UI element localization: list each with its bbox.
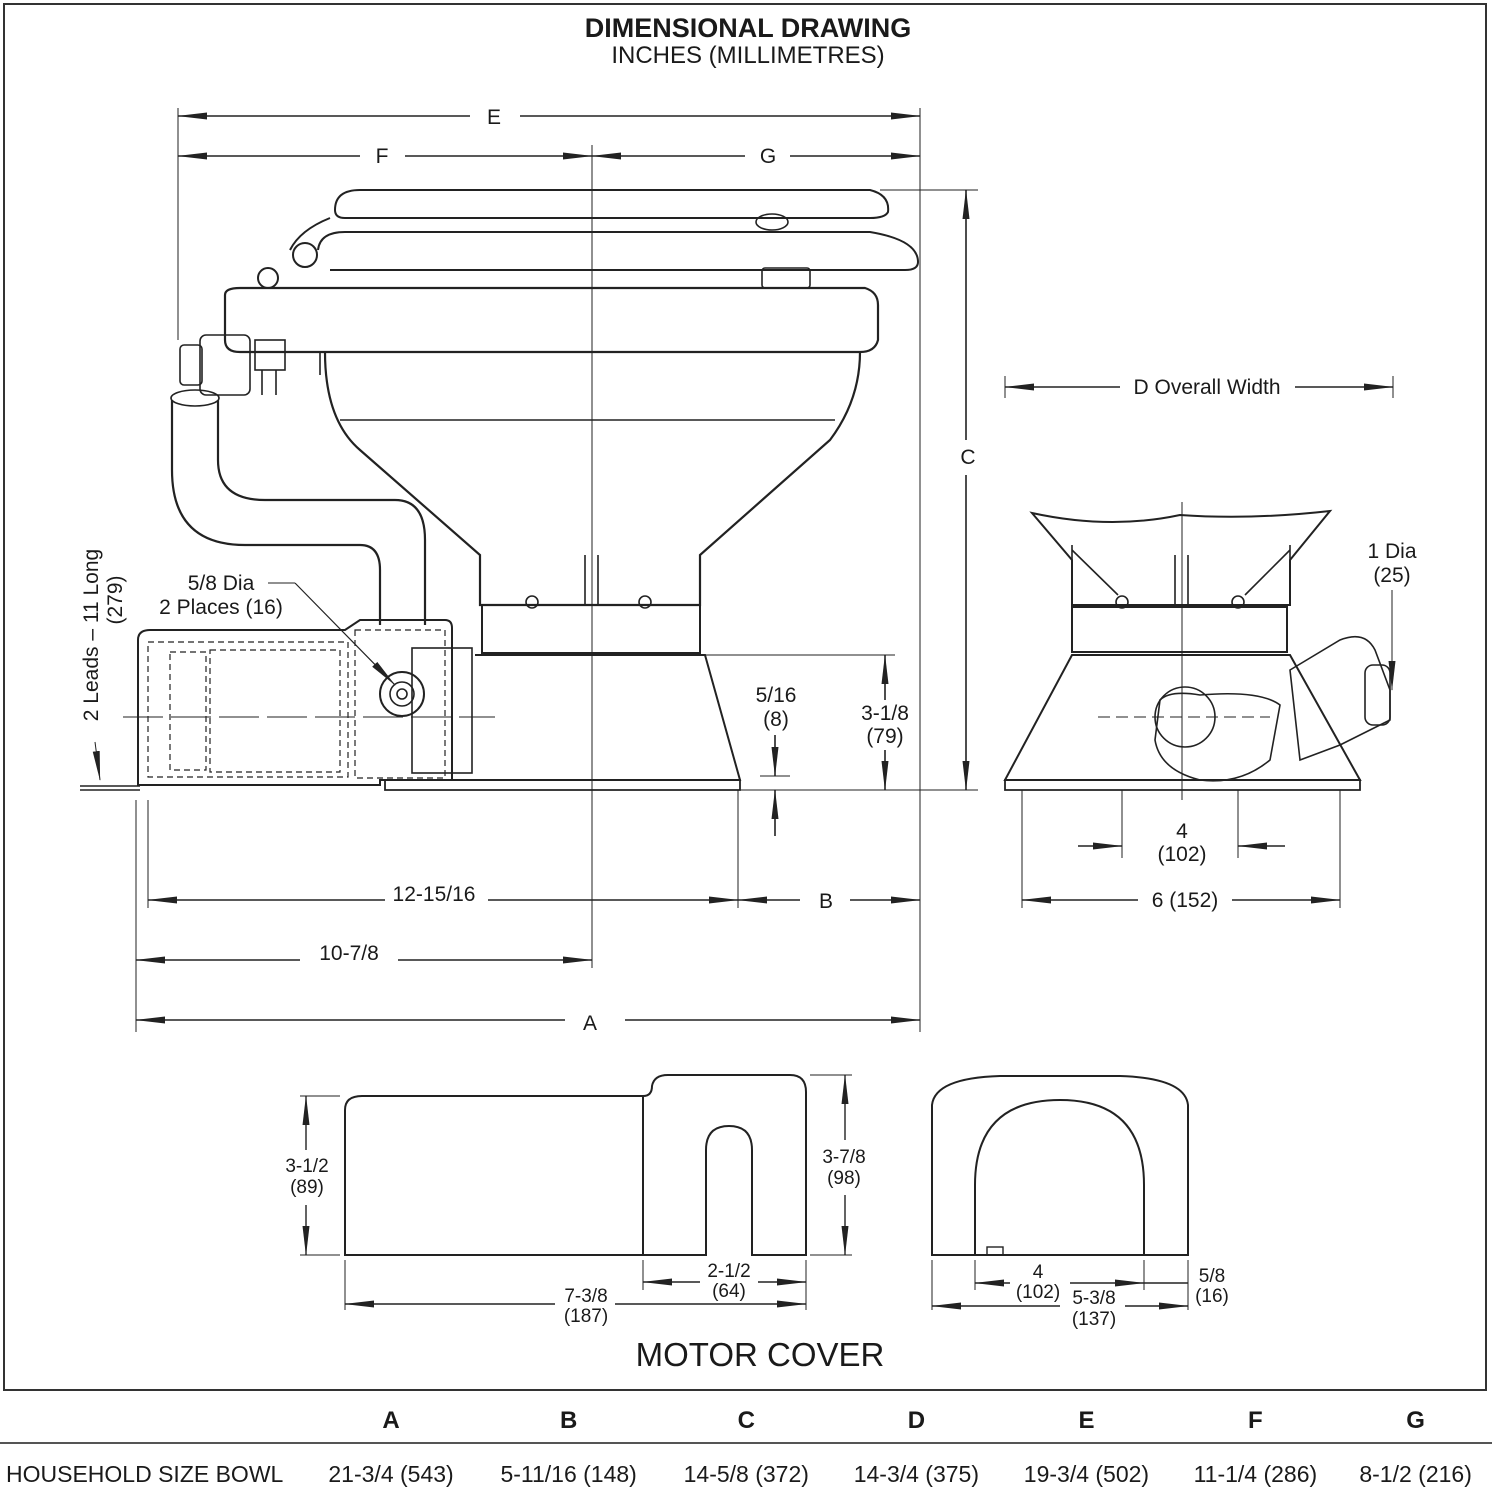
drawing-frame xyxy=(3,3,1487,1391)
motor-cover-end xyxy=(931,1075,1189,1310)
dim-g-label: G xyxy=(760,145,776,168)
column-header-a: A xyxy=(382,1407,400,1434)
column-header-f: F xyxy=(1248,1407,1263,1434)
cover-slot-width-mm: (64) xyxy=(712,1281,746,1302)
cell-b: 5-11/16 (148) xyxy=(500,1460,637,1487)
drawing-title: DIMENSIONAL DRAWING xyxy=(585,13,912,43)
outlet-dia-mm: (25) xyxy=(1373,564,1410,587)
motor-cover-side xyxy=(300,1074,852,1310)
leads-label: 2 Leads – 11 Long xyxy=(80,549,103,721)
column-header-g: G xyxy=(1406,1407,1425,1434)
dim-12-15-16-label: 12-15/16 xyxy=(393,883,476,906)
cover-wall: 5/8 xyxy=(1199,1266,1225,1287)
cover-height-total: 3-7/8 xyxy=(822,1147,865,1168)
motor-cover-title: MOTOR COVER xyxy=(636,1336,885,1373)
cover-length: 7-3/8 xyxy=(564,1286,607,1307)
bolt-spacing-label: 4 xyxy=(1176,820,1188,843)
cell-c: 14-5/8 (372) xyxy=(683,1460,809,1487)
dim-e-label: E xyxy=(487,106,501,129)
front-view xyxy=(1003,376,1396,908)
table-row: HOUSEHOLD SIZE BOWL 21-3/4 (543) 5-11/16… xyxy=(0,1443,1492,1504)
dimension-table: A B C D E F G HOUSEHOLD SIZE BOWL 21-3/4… xyxy=(0,1400,1492,1504)
dim-f-label: F xyxy=(376,145,389,168)
cell-f: 11-1/4 (286) xyxy=(1193,1460,1318,1487)
column-header-c: C xyxy=(737,1407,755,1434)
base-thk-mm: (8) xyxy=(763,708,789,731)
base-height-mm: (79) xyxy=(866,725,903,748)
row-label: HOUSEHOLD SIZE BOWL xyxy=(6,1460,284,1487)
cover-arch-width: 4 xyxy=(1033,1262,1044,1283)
column-header-b: B xyxy=(559,1407,578,1434)
cover-wall-mm: (16) xyxy=(1195,1286,1229,1307)
table-header-row: A B C D E F G xyxy=(0,1400,1492,1443)
hole-dia-label: 5/8 Dia xyxy=(188,572,255,595)
dim-b-label: B xyxy=(819,890,833,913)
hole-places-label: 2 Places (16) xyxy=(159,596,283,619)
cell-g: 8-1/2 (216) xyxy=(1359,1460,1472,1487)
cover-length-mm: (187) xyxy=(564,1306,608,1327)
table-header-blank xyxy=(0,1400,306,1443)
cover-arch-width-mm: (102) xyxy=(1016,1282,1060,1303)
drawing-subtitle: INCHES (MILLIMETRES) xyxy=(611,42,884,69)
outlet-dia-label: 1 Dia xyxy=(1367,540,1416,563)
dim-c-label: C xyxy=(960,446,975,469)
dimensional-drawing: DIMENSIONAL DRAWING INCHES (MILLIMETRES) xyxy=(80,13,1417,1373)
dim-10-7-8-label: 10-7/8 xyxy=(319,942,379,965)
overall-width-label: D Overall Width xyxy=(1133,376,1280,399)
side-view xyxy=(80,108,978,1032)
base-height-label: 3-1/8 xyxy=(861,702,909,725)
cell-d: 14-3/4 (375) xyxy=(853,1460,980,1487)
column-header-d: D xyxy=(907,1407,926,1434)
cover-overall-width-mm: (137) xyxy=(1072,1309,1116,1330)
cell-a: 21-3/4 (543) xyxy=(328,1460,454,1487)
base-width-label: 6 (152) xyxy=(1152,889,1219,912)
cover-height-side-mm: (89) xyxy=(290,1177,324,1198)
base-thk-label: 5/16 xyxy=(756,684,797,707)
bolt-spacing-mm: (102) xyxy=(1157,843,1206,866)
leads-mm: (279) xyxy=(104,575,127,624)
cover-height-total-mm: (98) xyxy=(827,1168,861,1189)
cover-height-side: 3-1/2 xyxy=(285,1156,328,1177)
cover-overall-width: 5-3/8 xyxy=(1072,1288,1115,1309)
cell-e: 19-3/4 (502) xyxy=(1023,1460,1150,1487)
cover-slot-width: 2-1/2 xyxy=(707,1261,750,1282)
dim-a-label: A xyxy=(583,1012,597,1035)
column-header-e: E xyxy=(1078,1407,1095,1434)
